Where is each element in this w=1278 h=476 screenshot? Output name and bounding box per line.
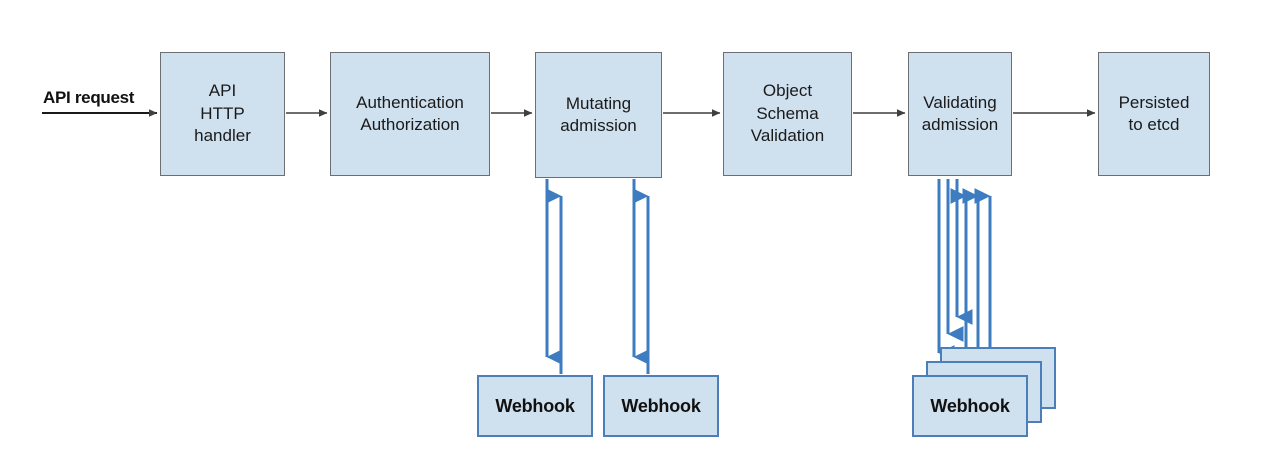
stage-label-object-schema-validation: Object Schema Validation xyxy=(750,81,825,146)
webhook-label-validating-1: Webhook xyxy=(930,395,1010,416)
stage-label-api-http-handler: API HTTP handler xyxy=(194,81,251,146)
webhook-label-mutating-2: Webhook xyxy=(621,395,701,416)
webhook-label-mutating-1: Webhook xyxy=(495,395,575,416)
stage-box-mutating-admission[interactable]: Mutating admission xyxy=(535,52,662,178)
webhook-box-mutating-2[interactable]: Webhook xyxy=(603,375,719,437)
stage-label-persisted-to-etcd: Persisted to etcd xyxy=(1118,92,1190,134)
api-request-label: API request xyxy=(43,88,135,107)
stage-box-authentication-authorization[interactable]: Authentication Authorization xyxy=(330,52,490,176)
webhook-box-mutating-1[interactable]: Webhook xyxy=(477,375,593,437)
stage-box-object-schema-validation[interactable]: Object Schema Validation xyxy=(723,52,852,176)
stage-label-authentication-authorization: Authentication Authorization xyxy=(356,92,464,134)
webhook-box-validating-1[interactable]: Webhook xyxy=(912,375,1028,437)
stage-box-validating-admission[interactable]: Validating admission xyxy=(908,52,1012,176)
stage-box-api-http-handler[interactable]: API HTTP handler xyxy=(160,52,285,176)
stage-label-validating-admission: Validating admission xyxy=(921,92,999,134)
stage-label-mutating-admission: Mutating admission xyxy=(560,93,637,135)
stage-box-persisted-to-etcd[interactable]: Persisted to etcd xyxy=(1098,52,1210,176)
